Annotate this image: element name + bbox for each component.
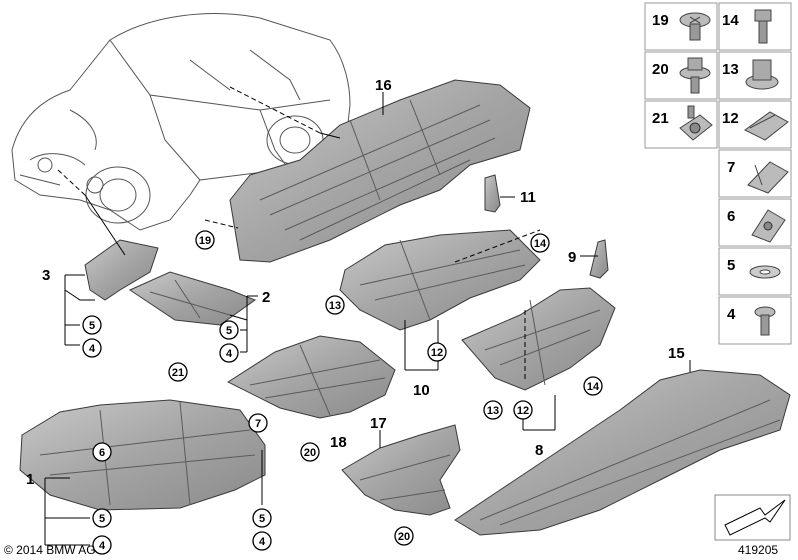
callout-7: 7 (248, 413, 268, 433)
underbody-panel-16 (229, 79, 531, 263)
part-label-1: 1 (26, 471, 34, 488)
callout-21: 21 (168, 362, 188, 382)
part-label-2: 2 (262, 289, 270, 306)
fastener-4-icon (754, 306, 776, 336)
underbody-panel-8 (461, 287, 616, 391)
bracket-3 (84, 239, 159, 301)
direction-arrow-icon (714, 494, 791, 541)
svg-text:4: 4 (89, 343, 96, 355)
underbody-panel-1 (19, 399, 266, 511)
svg-text:12: 12 (517, 405, 529, 417)
callout-19: 19 (195, 230, 215, 250)
fastener-14-icon (754, 9, 772, 44)
callout-5: 5 (219, 320, 239, 340)
svg-text:13: 13 (487, 405, 499, 417)
svg-text:14: 14 (587, 381, 600, 393)
svg-text:20: 20 (652, 61, 669, 78)
callout-20: 20 (394, 526, 414, 546)
part-label-11: 11 (520, 189, 536, 206)
callouts: 19 14 13 12 5 4 5 4 21 7 6 5 4 20 5 4 13… (82, 230, 603, 555)
svg-text:5: 5 (727, 257, 735, 274)
copyright: © 2014 BMW AG (4, 543, 96, 557)
bracket-9 (589, 239, 609, 279)
fastener-13-icon (745, 59, 779, 90)
part-label-3: 3 (42, 267, 50, 284)
part-label-15: 15 (668, 345, 685, 362)
svg-text:7: 7 (255, 418, 261, 430)
part-label-10: 10 (413, 382, 430, 399)
fastener-7-icon (747, 161, 789, 194)
callout-13: 13 (483, 400, 503, 420)
part-label-8: 8 (535, 442, 543, 459)
svg-text:12: 12 (431, 347, 443, 359)
underbody-panel-10 (339, 229, 541, 331)
svg-text:5: 5 (259, 513, 265, 525)
fastener-19-icon (679, 12, 711, 41)
svg-text:14: 14 (722, 12, 739, 29)
callout-14: 14 (530, 233, 550, 253)
svg-text:13: 13 (329, 300, 341, 312)
fastener-legend: 19 14 20 13 21 12 7 6 5 4 (644, 2, 792, 345)
callout-5: 5 (82, 315, 102, 335)
callout-20: 20 (300, 442, 320, 462)
svg-text:20: 20 (304, 447, 316, 459)
part-label-18: 18 (330, 434, 347, 451)
plate-2 (128, 271, 257, 326)
underbody-panel-17 (341, 424, 461, 516)
svg-text:12: 12 (722, 110, 739, 127)
svg-text:4: 4 (727, 306, 736, 323)
svg-text:5: 5 (89, 320, 95, 332)
svg-text:4: 4 (99, 540, 106, 552)
fastener-5-icon (749, 265, 781, 279)
image-number: 419205 (738, 543, 778, 557)
svg-text:20: 20 (398, 531, 410, 543)
svg-text:21: 21 (172, 367, 184, 379)
svg-text:13: 13 (722, 61, 739, 78)
part-label-16: 16 (375, 77, 392, 94)
part-label-17: 17 (370, 415, 387, 432)
svg-text:5: 5 (226, 325, 232, 337)
callout-14: 14 (583, 376, 603, 396)
callout-12: 12 (427, 342, 447, 362)
underbody-panel-18 (226, 335, 396, 419)
fastener-6-icon (751, 209, 786, 243)
fastener-20-icon (679, 57, 711, 94)
callout-6: 6 (92, 442, 112, 462)
callout-12: 12 (513, 400, 533, 420)
svg-text:6: 6 (99, 447, 105, 459)
svg-text:14: 14 (534, 238, 547, 250)
bracket-11 (484, 174, 501, 213)
callout-5: 5 (92, 508, 112, 528)
part-label-9: 9 (568, 249, 576, 266)
underbody-panel-15 (454, 369, 791, 536)
leader-lines (44, 86, 691, 546)
callout-13: 13 (325, 295, 345, 315)
callout-4: 4 (252, 531, 272, 551)
svg-text:19: 19 (652, 12, 669, 29)
callout-4: 4 (92, 535, 112, 555)
callout-4: 4 (219, 343, 239, 363)
svg-text:7: 7 (727, 159, 735, 176)
svg-text:4: 4 (259, 536, 266, 548)
part-number-labels: 1 2 3 8 9 10 11 15 16 17 18 (26, 77, 685, 488)
svg-text:19: 19 (199, 235, 211, 247)
svg-text:5: 5 (99, 513, 105, 525)
svg-text:21: 21 (652, 110, 669, 127)
svg-text:6: 6 (727, 208, 735, 225)
callout-5: 5 (252, 508, 272, 528)
fastener-21-icon (679, 105, 713, 141)
svg-text:4: 4 (226, 348, 233, 360)
fastener-12-icon (744, 111, 789, 141)
callout-4: 4 (82, 338, 102, 358)
